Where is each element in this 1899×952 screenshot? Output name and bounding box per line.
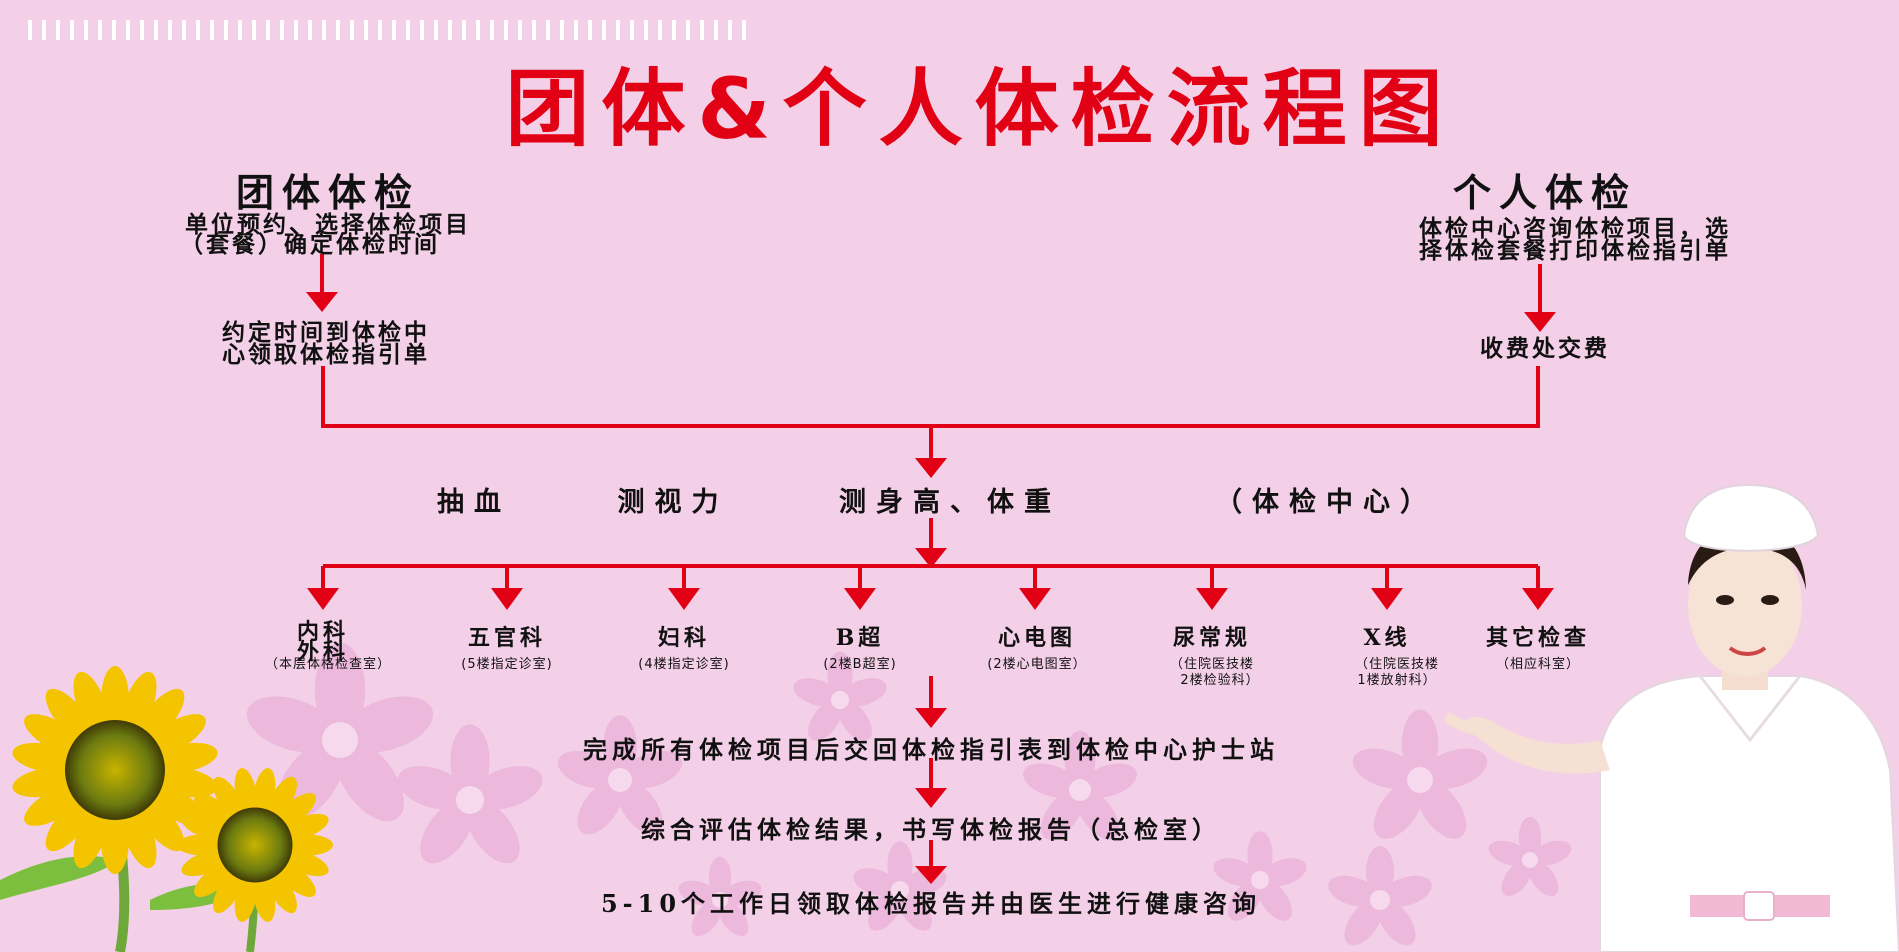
page-title: 团体&个人体检流程图 bbox=[505, 60, 1455, 158]
arrow-dept-1 bbox=[307, 588, 339, 610]
center-location: （体检中心） bbox=[1215, 487, 1437, 518]
individual-step1-line2: 择体检套餐打印体检指引单 bbox=[1419, 237, 1731, 264]
dept-note-line2: 2楼检验科） bbox=[1180, 673, 1260, 688]
arrow-dept-7 bbox=[1371, 588, 1403, 610]
arrow-final-1 bbox=[915, 708, 947, 728]
arrow-dept-5 bbox=[1019, 588, 1051, 610]
dept-note: （本层体格检查室） bbox=[264, 657, 392, 672]
dept-note: (2楼B超室) bbox=[823, 657, 897, 672]
nurse-illustration bbox=[1444, 483, 1899, 952]
final-step-2: 综合评估体检结果，书写体检报告（总检室） bbox=[641, 815, 1221, 844]
individual-step2: 收费处交费 bbox=[1480, 335, 1610, 362]
dept-name-internal: 内科 bbox=[296, 619, 350, 645]
center-item-blood: 抽血 bbox=[437, 487, 511, 518]
final-step-1: 完成所有体检项目后交回体检指引表到体检中心护士站 bbox=[583, 735, 1279, 764]
flow-arrowheads bbox=[306, 292, 1556, 884]
dept-name-urine: 尿常规 bbox=[1172, 625, 1252, 651]
dept-note: (2楼心电图室） bbox=[987, 657, 1087, 672]
dept-name-xray: X线 bbox=[1363, 625, 1411, 651]
top-tick-strip bbox=[28, 20, 746, 40]
arrow-group-step1 bbox=[306, 292, 338, 312]
arrow-dept-6 bbox=[1196, 588, 1228, 610]
group-heading: 团体体检 bbox=[235, 170, 421, 215]
group-step2-line1: 约定时间到体检中 bbox=[222, 319, 430, 346]
sunflower-decoration bbox=[0, 666, 333, 952]
arrow-final-2 bbox=[915, 788, 947, 808]
dept-name-ent: 五官科 bbox=[467, 625, 547, 651]
dept-note-line2: 1楼放射科） bbox=[1357, 673, 1437, 688]
group-step1-line2: （套餐）确定体检时间 bbox=[180, 231, 440, 258]
dept-name-ecg: 心电图 bbox=[997, 625, 1077, 651]
arrow-dept-8 bbox=[1522, 588, 1554, 610]
arrow-dept-2 bbox=[491, 588, 523, 610]
arrow-dept-3 bbox=[668, 588, 700, 610]
arrow-final-3 bbox=[915, 866, 947, 884]
final-step-3: 5-10个工作日领取体检报告并由医生进行健康咨询 bbox=[600, 889, 1262, 918]
group-step1-line1: 单位预约、选择体检项目 bbox=[185, 211, 471, 238]
dept-note: （相应科室） bbox=[1495, 657, 1581, 672]
arrow-individual-step1 bbox=[1524, 312, 1556, 332]
dept-name-other: 其它检查 bbox=[1485, 625, 1591, 651]
individual-step1-line1: 体检中心咨询体检项目，选 bbox=[1419, 215, 1731, 242]
dept-name-gyn: 妇科 bbox=[657, 625, 711, 651]
individual-heading: 个人体检 bbox=[1452, 170, 1638, 215]
group-step2-line2: 心领取体检指引单 bbox=[222, 341, 430, 368]
arrow-to-branch bbox=[915, 548, 947, 568]
dept-name-surgery: 外科 bbox=[296, 639, 350, 665]
arrow-to-center bbox=[915, 458, 947, 478]
dept-note: （住院医技楼 bbox=[1169, 657, 1255, 672]
center-item-vision: 测视力 bbox=[617, 487, 729, 518]
arrow-dept-4 bbox=[844, 588, 876, 610]
dept-note: (4楼指定诊室) bbox=[638, 657, 730, 672]
dept-name-ultrasound: B超 bbox=[835, 625, 885, 651]
center-item-height-weight: 测身高、体重 bbox=[839, 487, 1061, 518]
dept-note: （住院医技楼 bbox=[1354, 657, 1440, 672]
dept-note: (5楼指定诊室) bbox=[461, 657, 553, 672]
